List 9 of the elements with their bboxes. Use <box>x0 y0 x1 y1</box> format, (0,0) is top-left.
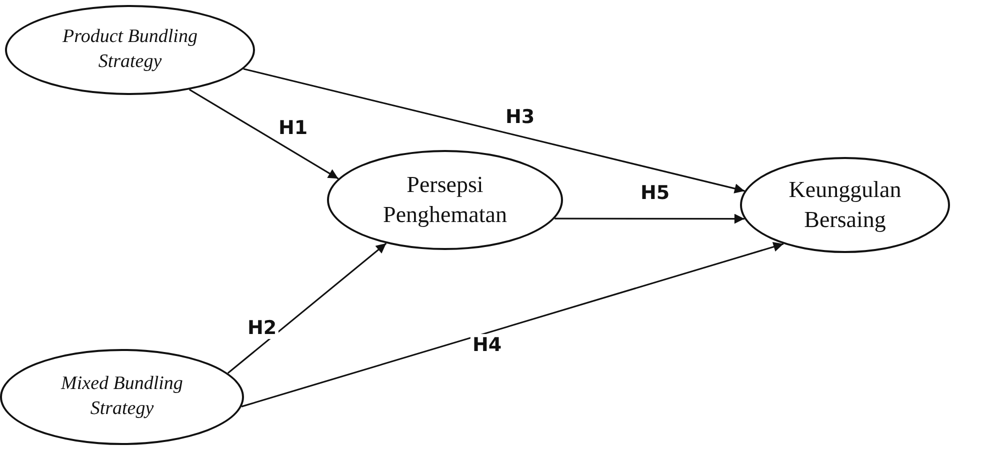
construct-name: Persepsi Penghematan <box>382 171 508 229</box>
arrow <box>241 242 784 408</box>
arrow <box>227 242 387 374</box>
construct-name: Keunggulan Bersaing <box>788 176 902 234</box>
arrow <box>243 68 745 194</box>
construct-name: Mixed Bundling Strategy <box>60 372 184 421</box>
arrow <box>188 88 339 180</box>
arrow <box>554 214 744 224</box>
construct-name: Product Bundling Strategy <box>62 25 198 74</box>
